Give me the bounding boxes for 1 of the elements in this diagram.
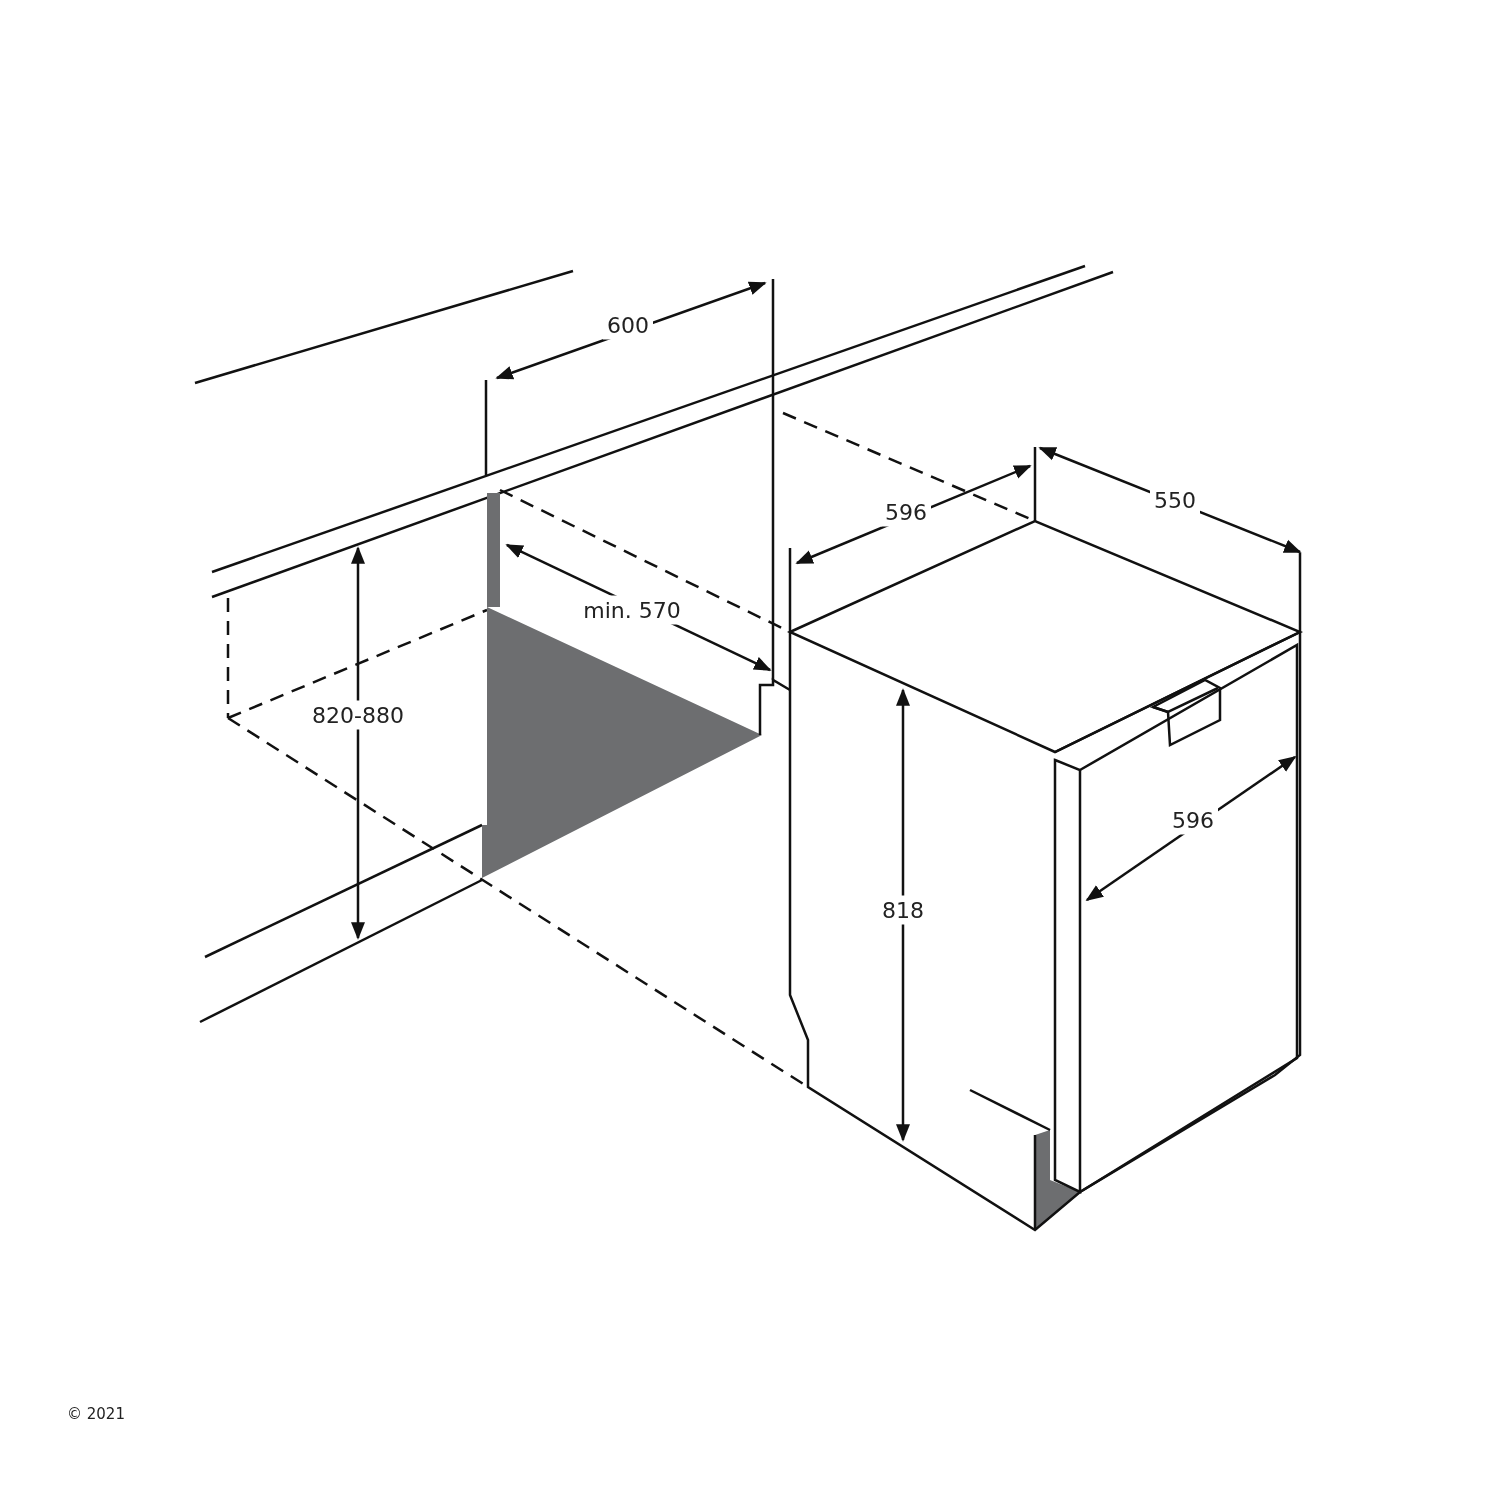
copyright-note: © 2021 [66, 1404, 126, 1425]
